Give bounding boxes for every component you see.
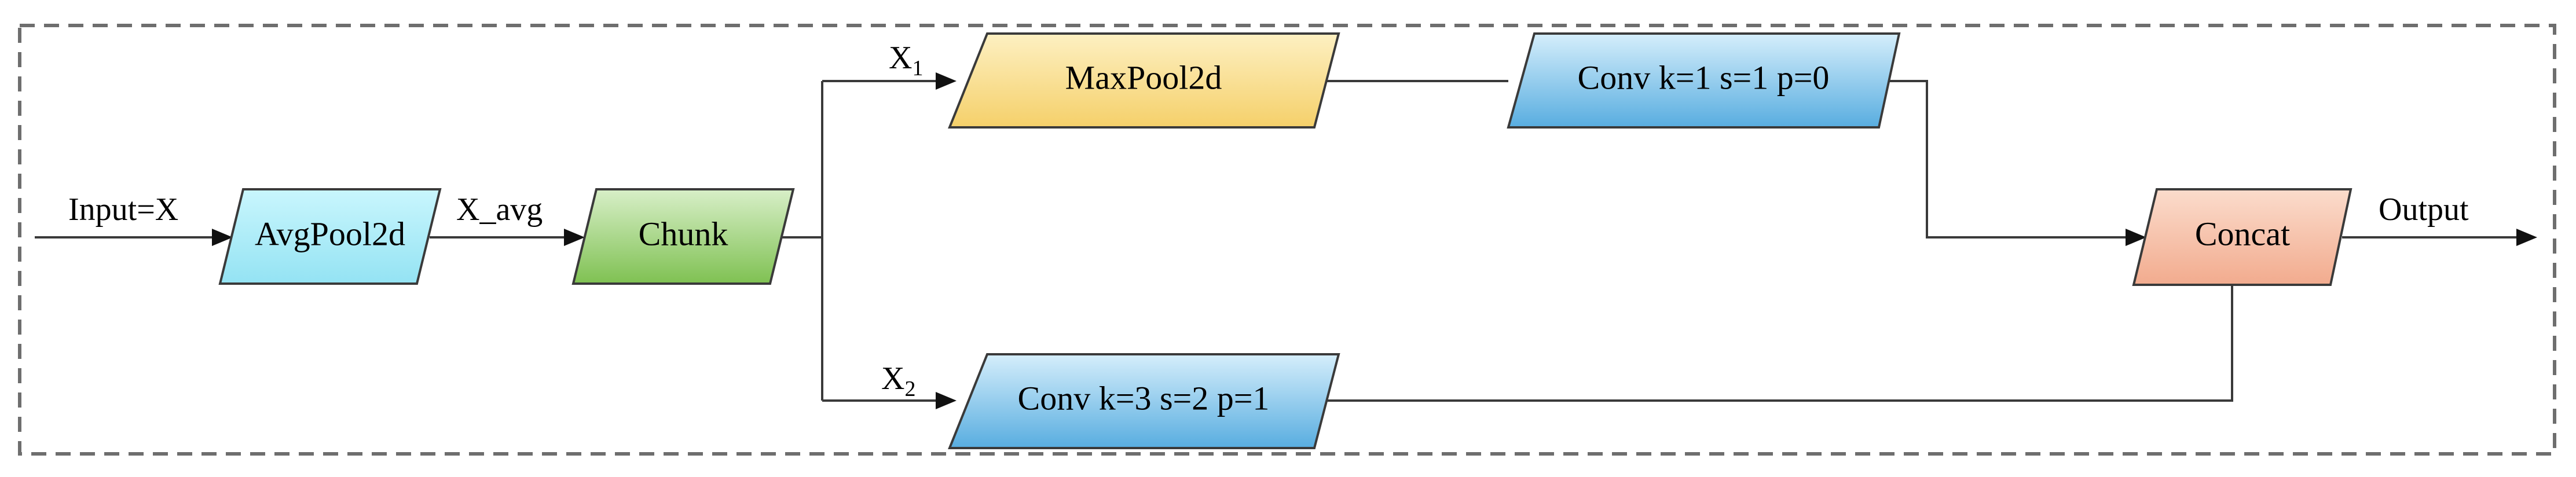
node-maxpool: MaxPool2d: [948, 32, 1340, 129]
connectors: [35, 80, 2524, 402]
arrowhead-avgpool: [212, 229, 233, 246]
node-avgpool: AvgPool2d: [218, 188, 442, 285]
edge-conv1-to-concat: [1879, 80, 2134, 238]
node-conv3: Conv k=3 s=2 p=1: [948, 353, 1340, 449]
arrowhead-output: [2516, 229, 2537, 246]
arrowhead-chunk: [564, 229, 585, 246]
avgpool-shape: [218, 188, 442, 285]
concat-label: Concat: [2195, 215, 2290, 252]
arrowheads: [212, 72, 2537, 409]
node-conv1: Conv k=1 s=1 p=0: [1507, 32, 1901, 129]
chunk-label: Chunk: [639, 215, 728, 252]
x-avg-label: X_avg: [456, 192, 543, 228]
arrowhead-maxpool: [936, 72, 957, 90]
x1-label: X1: [889, 40, 923, 80]
conv3-label: Conv k=3 s=2 p=1: [1018, 379, 1270, 417]
arrowhead-concat: [2126, 229, 2146, 246]
conv1-shape: [1507, 32, 1901, 129]
concat-shape: [2132, 188, 2353, 286]
output-label: Output: [2379, 192, 2469, 228]
node-chunk: Chunk: [571, 188, 795, 285]
x2-subscript: 2: [904, 377, 915, 401]
x2-base: X: [881, 361, 904, 397]
dashed-frame: [18, 24, 2556, 456]
node-concat: Concat: [2132, 188, 2353, 286]
conv1-label: Conv k=1 s=1 p=0: [1578, 58, 1830, 96]
avgpool-label: AvgPool2d: [255, 215, 405, 252]
maxpool-label: MaxPool2d: [1065, 58, 1222, 96]
maxpool-shape: [948, 32, 1340, 129]
edge-conv3-to-concat: [1314, 285, 2233, 402]
x1-base: X: [889, 40, 912, 76]
input-label: Input=X: [68, 192, 178, 228]
arrowhead-conv3: [936, 392, 957, 409]
conv3-shape: [948, 353, 1340, 449]
x1-subscript: 1: [912, 56, 923, 80]
chunk-shape: [571, 188, 795, 285]
x2-label: X2: [881, 361, 915, 401]
